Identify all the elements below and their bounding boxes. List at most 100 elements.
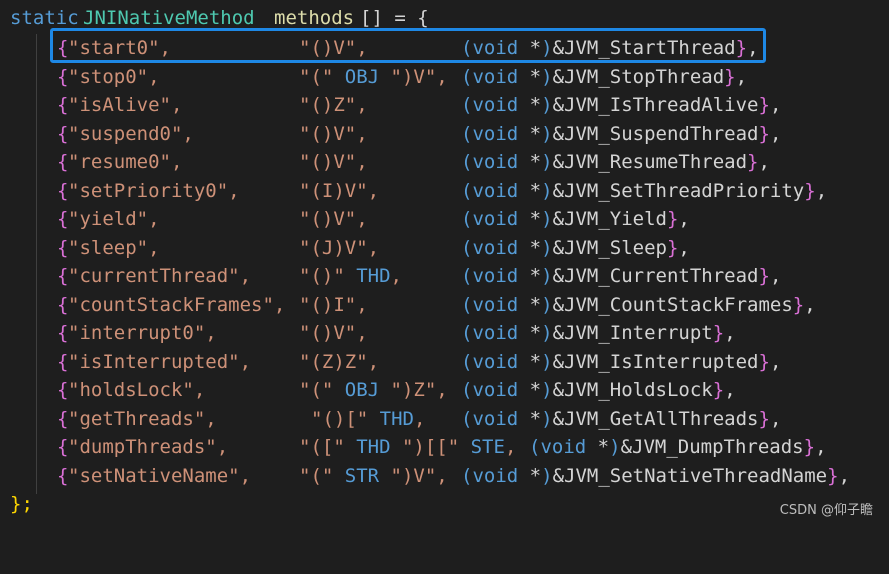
signature-string: "()V", — [299, 37, 368, 59]
signature-string: ")Z", — [379, 379, 448, 401]
identifier-methods: methods — [274, 7, 355, 29]
method-name: "sleep", — [68, 236, 160, 259]
method-name: "currentThread", — [68, 265, 252, 287]
signature-string: , — [413, 407, 426, 430]
function-pointer: (void *)&JVM_SetThreadPriority}, — [461, 179, 828, 202]
function-pointer: (void *)&JVM_IsInterrupted}, — [461, 350, 782, 373]
function-pointer: (void *)&JVM_ResumeThread}, — [461, 151, 770, 173]
entry-open-brace: { — [57, 208, 69, 230]
method-signature: "(I)V", — [299, 177, 379, 205]
signature-string: "()V", — [299, 122, 368, 145]
method-signature: "()Z", — [299, 91, 368, 119]
method-name: "start0", — [68, 37, 171, 59]
method-signature: "()V", — [299, 120, 368, 148]
function-pointer: (void *)&JVM_StartThread}, — [461, 37, 759, 59]
signature-string: "()" — [299, 265, 357, 287]
keyword-static: static — [10, 7, 79, 29]
signature-macro: STR — [344, 464, 380, 487]
method-signature: "(" OBJ ")Z", — [299, 376, 448, 404]
method-name: "dumpThreads", — [68, 436, 229, 458]
method-name: "holdsLock", — [68, 379, 206, 401]
signature-string: "()V", — [299, 151, 368, 173]
method-name: "setNativeName", — [68, 464, 252, 487]
entry-open-brace: { — [57, 265, 69, 287]
signature-string: "()Z", — [299, 94, 368, 116]
signature-string: , — [504, 436, 517, 458]
function-pointer: (void *)&JVM_Interrupt}, — [461, 322, 736, 344]
signature-macro: STE — [470, 436, 505, 458]
function-pointer: (void *)&JVM_Sleep}, — [461, 236, 690, 259]
signature-string: "(" — [299, 65, 345, 88]
method-name: "getThreads", — [68, 407, 217, 430]
entry-open-brace: { — [57, 122, 69, 145]
entry-open-brace: { — [57, 293, 69, 316]
method-signature: "([" THD ")[[" STE, — [299, 433, 516, 461]
highlight-box — [50, 28, 766, 63]
method-signature: "(" OBJ ")V", — [299, 63, 448, 91]
function-pointer: (void *)&JVM_DumpThreads}, — [529, 436, 827, 458]
code-editor[interactable]: static JNINativeMethod methods [] = { {"… — [0, 0, 889, 528]
signature-string: ")V", — [379, 464, 448, 487]
entry-open-brace: { — [57, 436, 69, 458]
signature-string: ")[[" — [390, 436, 471, 458]
function-pointer: (void *)&JVM_GetAllThreads}, — [461, 407, 782, 430]
entry-open-brace: { — [57, 464, 69, 487]
function-pointer: (void *)&JVM_SuspendThread}, — [461, 122, 782, 145]
signature-string: "()[" — [311, 407, 380, 430]
entry-open-brace: { — [57, 65, 69, 88]
watermark: CSDN @仰子瞻 — [779, 503, 873, 518]
method-signature: "(Z)Z", — [299, 348, 379, 376]
function-pointer: (void *)&JVM_CurrentThread}, — [461, 265, 782, 287]
type-jninativemethod: JNINativeMethod — [83, 7, 255, 29]
signature-string: "(J)V", — [299, 236, 380, 259]
signature-string: "()V", — [299, 208, 368, 230]
function-pointer: (void *)&JVM_StopThread}, — [461, 65, 748, 88]
signature-string: "()V", — [299, 322, 368, 344]
method-signature: "()V", — [299, 205, 368, 233]
method-name: "isAlive", — [68, 94, 183, 116]
method-name: "countStackFrames", — [68, 293, 286, 316]
entry-open-brace: { — [57, 379, 69, 401]
function-pointer: (void *)&JVM_CountStackFrames}, — [461, 293, 816, 316]
signature-string: "(Z)Z", — [299, 350, 380, 373]
method-signature: "()I", — [299, 291, 368, 319]
code-line-closing: }; — [0, 490, 46, 518]
method-signature: "()[" THD, — [311, 405, 425, 433]
method-name: "isInterrupted", — [68, 350, 252, 373]
entry-open-brace: { — [57, 151, 69, 173]
method-name: "resume0", — [68, 151, 183, 173]
signature-string: "()I", — [299, 293, 368, 316]
function-pointer: (void *)&JVM_HoldsLock}, — [461, 379, 736, 401]
method-signature: "()V", — [299, 148, 368, 176]
entry-open-brace: { — [57, 94, 69, 116]
closing-brace: }; — [10, 493, 33, 515]
signature-macro: THD — [379, 407, 414, 430]
indent-guide — [36, 34, 37, 494]
entry-open-brace: { — [57, 407, 69, 430]
method-name: "yield", — [68, 208, 160, 230]
method-signature: "(" STR ")V", — [299, 462, 448, 490]
signature-string: "(" — [299, 464, 345, 487]
method-name: "suspend0", — [68, 122, 194, 145]
signature-string: ")V", — [379, 65, 448, 88]
header-rest: [] = { — [360, 7, 429, 29]
code-line-header: static JNINativeMethod methods [] = { — [0, 4, 429, 32]
function-pointer: (void *)&JVM_SetNativeThreadName}, — [461, 464, 851, 487]
method-name: "interrupt0", — [68, 322, 217, 344]
signature-string: "(" — [299, 379, 345, 401]
signature-macro: OBJ — [344, 65, 380, 88]
signature-macro: OBJ — [344, 379, 380, 401]
entry-open-brace: { — [57, 37, 69, 59]
entry-open-brace: { — [57, 179, 69, 202]
function-pointer: (void *)&JVM_IsThreadAlive}, — [461, 94, 782, 116]
function-pointer: (void *)&JVM_Yield}, — [461, 208, 690, 230]
signature-macro: THD — [356, 265, 391, 287]
method-signature: "()V", — [299, 319, 368, 347]
method-signature: "(J)V", — [299, 234, 379, 262]
signature-string: "(I)V", — [299, 179, 380, 202]
entry-open-brace: { — [57, 236, 69, 259]
method-signature: "()" THD, — [299, 262, 402, 290]
signature-macro: THD — [356, 436, 391, 458]
signature-string: "([" — [299, 436, 357, 458]
method-signature: "()V", — [299, 34, 368, 62]
